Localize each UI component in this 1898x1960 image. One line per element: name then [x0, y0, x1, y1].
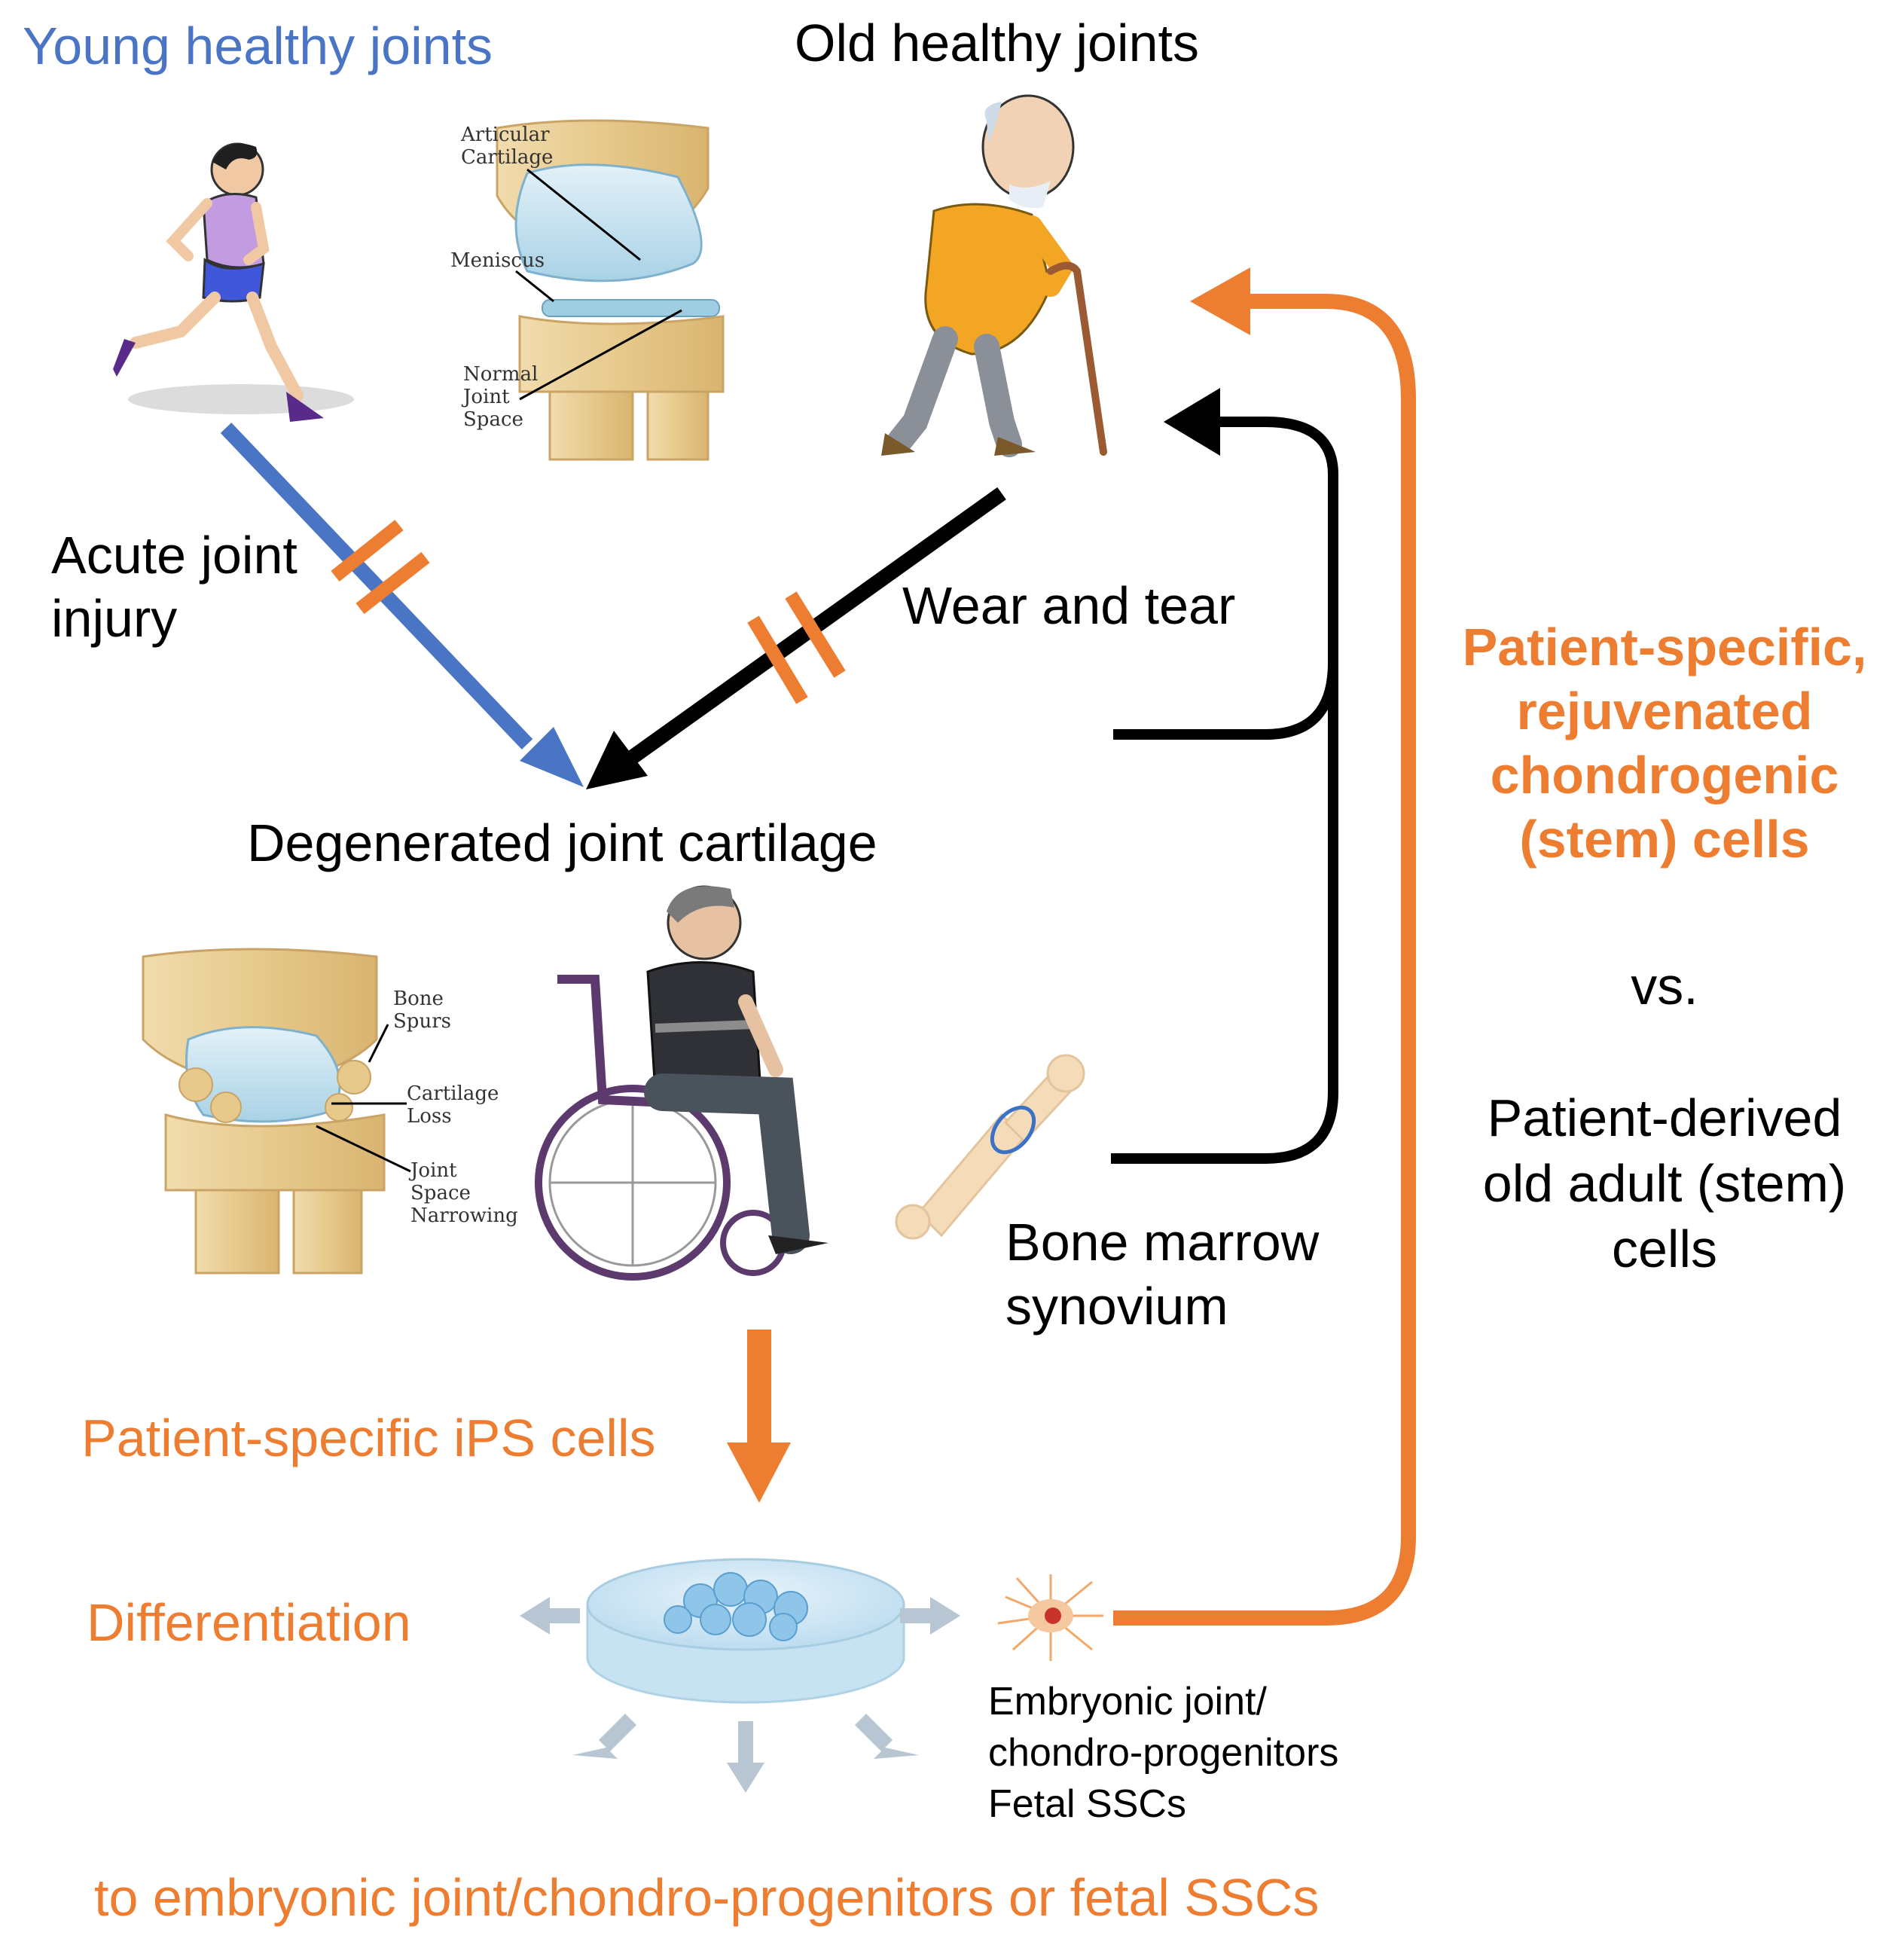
knee-label-cartilage-loss-2: Loss [407, 1105, 452, 1128]
knee-label-meniscus: Meniscus [450, 249, 545, 272]
rejuvenated-cells-return-arrow [1113, 294, 1416, 1626]
label-rejuvenated-3: chondrogenic [1490, 746, 1839, 804]
knee-label-jsn-2: Space [410, 1182, 471, 1204]
acute-injury-block-mark [331, 519, 430, 615]
knee-label-articular: Articular [461, 124, 550, 146]
label-injury: injury [51, 589, 178, 648]
chondro-progenitor-cell-illustration [997, 1574, 1103, 1661]
label-acute-joint: Acute joint [51, 526, 298, 585]
label-bottom-summary: to embryonic joint/chondro-progenitors o… [94, 1868, 1320, 1927]
label-differentiation: Differentiation [87, 1593, 411, 1652]
healthy-knee-illustration [496, 119, 725, 461]
rejuvenated-cells-arrowhead [1190, 267, 1250, 335]
knee-label-spurs: Spurs [393, 1010, 451, 1033]
differentiation-arrows [520, 1597, 960, 1793]
label-vs: vs. [1631, 957, 1698, 1015]
stem-cell-return-bracket-top [1113, 417, 1338, 740]
knee-label-jsn-3: Narrowing [410, 1204, 518, 1227]
title-degenerated-joint-cartilage: Degenerated joint cartilage [247, 814, 877, 872]
title-old-healthy-joints: Old healthy joints [795, 14, 1199, 72]
label-chondro-progenitors: chondro-progenitors [988, 1731, 1339, 1775]
label-derived-1: Patient-derived [1487, 1088, 1842, 1147]
wheelchair-person-illustration [535, 885, 828, 1281]
label-rejuvenated-4: (stem) cells [1519, 810, 1810, 869]
label-rejuvenated-2: rejuvenated [1516, 682, 1813, 740]
knee-label-bone: Bone [393, 988, 444, 1010]
label-fetal-sscs: Fetal SSCs [988, 1782, 1186, 1826]
wear-and-tear-arrowhead [586, 731, 648, 789]
stem-cell-return-arrowhead [1164, 388, 1220, 456]
ips-down-arrowhead [727, 1443, 791, 1503]
label-embryonic-joint: Embryonic joint/ [988, 1680, 1267, 1723]
ips-down-arrow [747, 1330, 771, 1443]
acute-injury-arrowhead [520, 727, 584, 787]
knee-label-space: Space [463, 408, 523, 431]
knee-label-cartilage: Cartilage [461, 146, 554, 169]
title-young-healthy-joints: Young healthy joints [23, 17, 493, 75]
degenerated-knee-illustration [142, 948, 411, 1275]
bone-joint-illustration [895, 1054, 1085, 1240]
label-rejuvenated-1: Patient-specific, [1462, 618, 1867, 676]
label-bone-marrow: Bone marrow [1005, 1213, 1320, 1272]
label-derived-3: cells [1611, 1220, 1718, 1278]
label-synovium: synovium [1005, 1277, 1228, 1336]
petri-dish-illustration [586, 1558, 905, 1704]
stem-cell-return-bracket-bottom [1111, 655, 1338, 1164]
wear-and-tear-block-mark [747, 591, 846, 704]
acute-injury-arrow [220, 423, 533, 750]
label-derived-2: old adult (stem) [1482, 1154, 1847, 1213]
knee-label-jsn-1: Joint [410, 1159, 457, 1182]
label-wear-and-tear: Wear and tear [902, 576, 1236, 635]
young-runner-illustration [113, 142, 354, 422]
label-patient-specific-ips-cells: Patient-specific iPS cells [81, 1409, 656, 1467]
knee-label-normal: Normal [463, 363, 539, 386]
knee-label-joint: Joint [463, 386, 510, 408]
old-man-illustration [881, 94, 1107, 457]
knee-label-cartilage-loss-1: Cartilage [407, 1082, 499, 1105]
